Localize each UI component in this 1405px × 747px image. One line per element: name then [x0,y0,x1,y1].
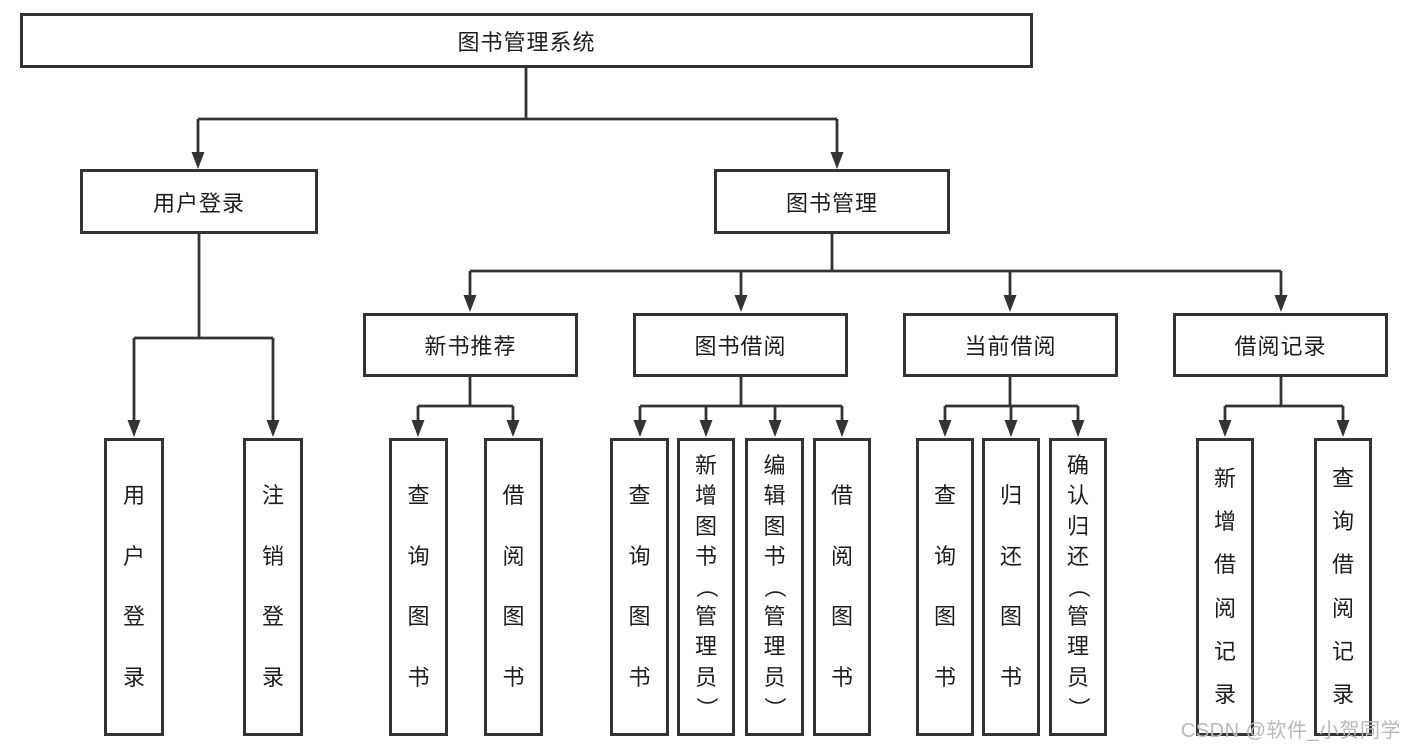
node-label-borrowing-records: 借阅记录 [1234,334,1327,359]
node-book-management: 图书管理 [714,169,950,234]
leaf-label-current-confirm-return-admin: 确认归还（管理员） [1065,453,1091,719]
node-library-management-system: 图书管理系统 [20,13,1033,68]
leaf-label-user-login: 用户登录 [122,483,145,690]
leaf-borrowing-query-books: 查询图书 [610,438,669,736]
node-label-new-book-recommend: 新书推荐 [424,334,517,359]
node-label-book-borrowing: 图书借阅 [694,334,787,359]
leaf-records-add-record: 新增借阅记录 [1196,438,1254,736]
leaf-label-borrowing-query-books: 查询图书 [628,483,651,690]
node-label-root: 图书管理系统 [457,29,596,55]
leaf-records-query-record: 查询借阅记录 [1314,438,1372,736]
leaf-label-records-add-record: 新增借阅记录 [1213,466,1236,707]
node-borrowing-records: 借阅记录 [1173,313,1388,377]
node-label-current-borrowing: 当前借阅 [964,334,1057,359]
leaf-newbook-query-books: 查询图书 [389,438,448,736]
leaf-label-newbook-borrow-books: 借阅图书 [502,483,525,690]
leaf-current-confirm-return-admin: 确认归还（管理员） [1049,438,1107,736]
leaf-current-query-books: 查询图书 [916,438,974,736]
arrowheads [127,152,1350,437]
leaf-borrowing-edit-books-admin: 编辑图书（管理员） [745,438,804,736]
tree-edges [132,68,1345,421]
leaf-borrowing-add-books-admin: 新增图书（管理员） [677,438,735,736]
leaf-label-records-query-record: 查询借阅记录 [1331,466,1354,707]
leaf-label-borrowing-add-books-admin: 新增图书（管理员） [693,453,719,719]
leaf-label-borrowing-borrow-books: 借阅图书 [830,483,853,690]
node-label-book-management: 图书管理 [785,190,878,216]
node-book-borrowing: 图书借阅 [633,313,848,377]
leaf-borrowing-borrow-books: 借阅图书 [813,438,871,736]
leaf-logout-login: 注销登录 [243,438,303,736]
leaf-current-return-books: 归还图书 [982,438,1040,736]
leaf-label-logout-login: 注销登录 [261,483,284,690]
leaf-user-login: 用户登录 [104,438,164,736]
node-current-borrowing: 当前借阅 [903,313,1118,377]
leaf-label-newbook-query-books: 查询图书 [407,483,430,690]
leaf-label-borrowing-edit-books-admin: 编辑图书（管理员） [762,453,788,719]
leaf-label-current-return-books: 归还图书 [999,483,1022,690]
node-new-book-recommend: 新书推荐 [363,313,578,377]
leaf-label-current-query-books: 查询图书 [933,483,956,690]
node-user-login: 用户登录 [80,169,318,234]
leaf-newbook-borrow-books: 借阅图书 [484,438,543,736]
node-label-user-login: 用户登录 [152,190,245,216]
